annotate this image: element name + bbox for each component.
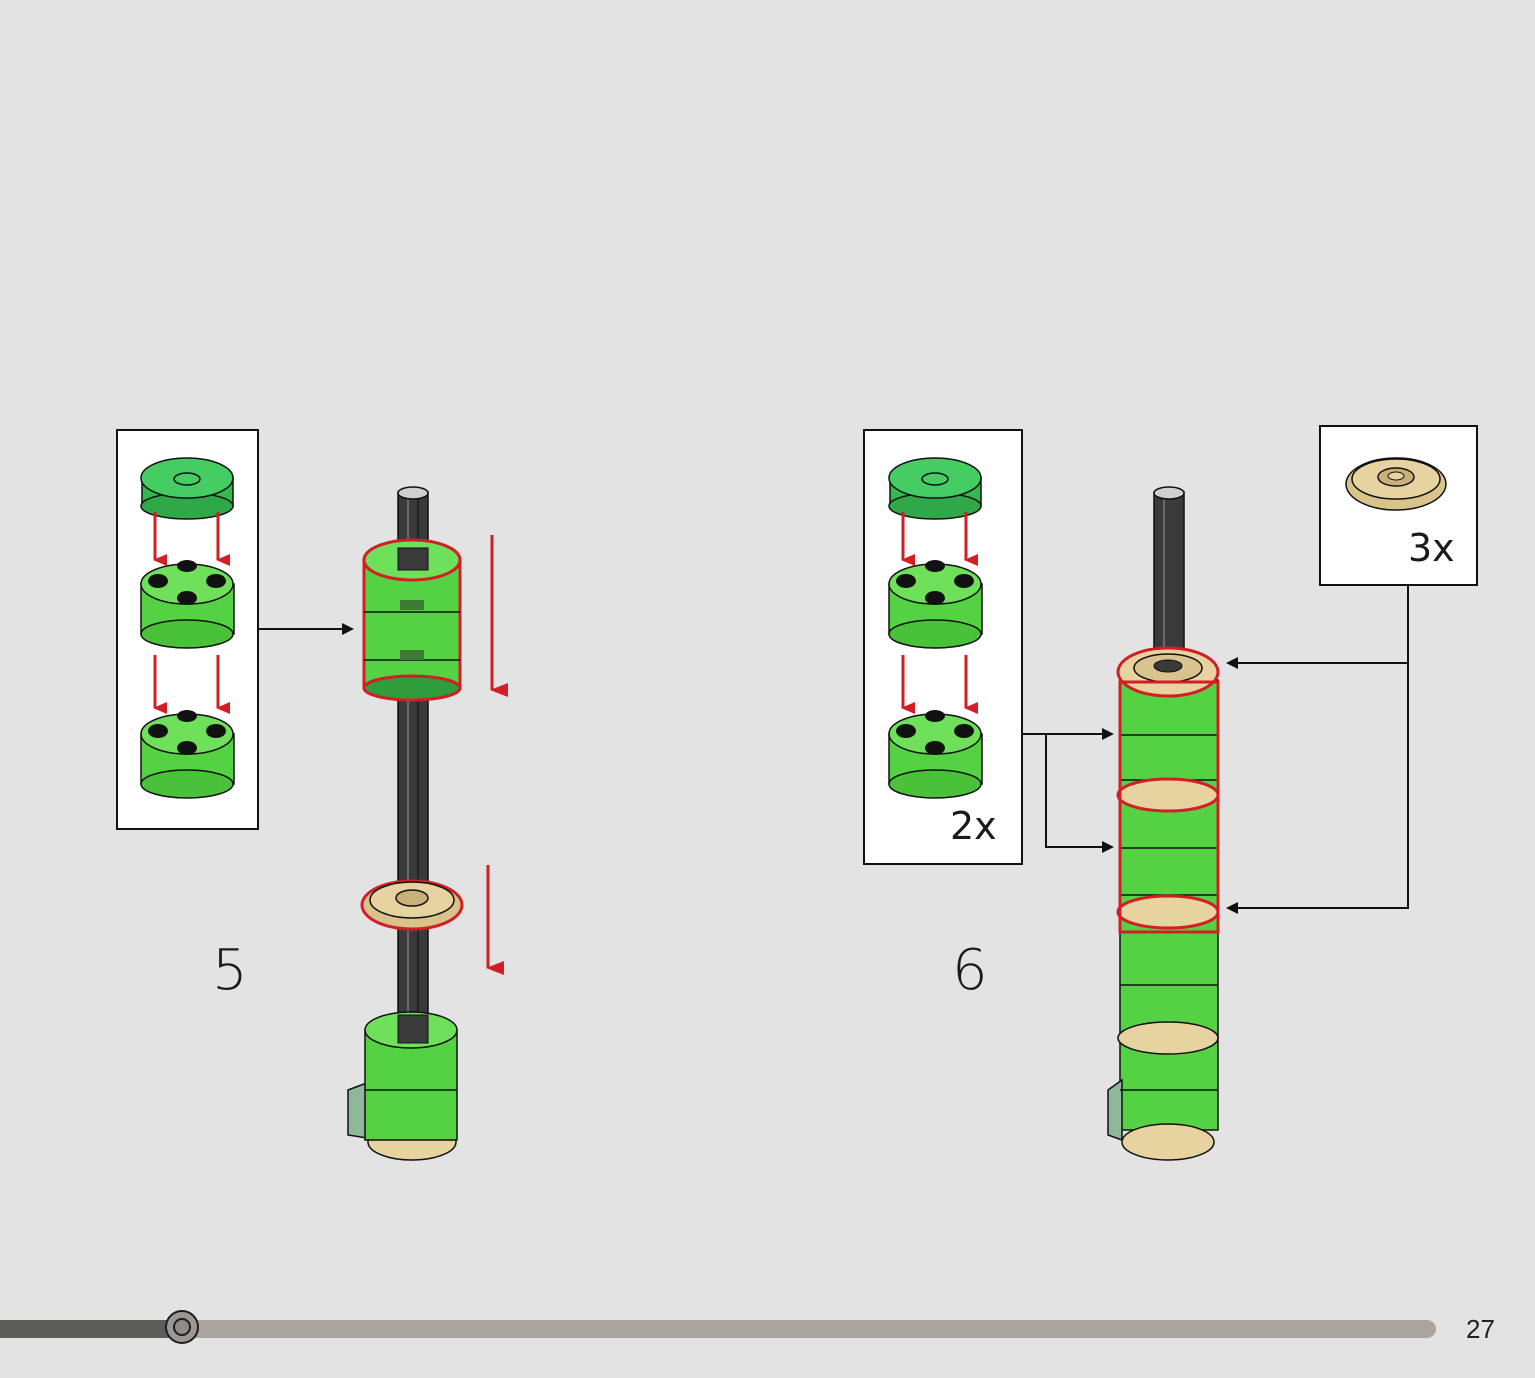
step-number-5: 5	[212, 938, 248, 1003]
round-brick-icon	[888, 560, 983, 649]
round-tile-icon	[140, 457, 234, 520]
progress-bar-fill	[0, 1320, 182, 1338]
progress-handle[interactable]	[165, 1310, 199, 1344]
step6-pointers	[1022, 586, 1409, 914]
base-assembly	[347, 1011, 458, 1161]
step6-assembly	[1107, 486, 1220, 1161]
brick-stack	[362, 538, 462, 702]
round-brick-icon	[140, 560, 235, 649]
round-brick-icon	[140, 710, 235, 799]
round-tile-icon	[888, 457, 982, 520]
round-brick-icon	[888, 710, 983, 799]
step-number-6: 6	[952, 938, 988, 1003]
step6-callout-bricks-box	[863, 429, 1023, 865]
tan-disc-icon	[1345, 457, 1447, 511]
page-number: 27	[1466, 1314, 1495, 1344]
step5-callout-box	[116, 429, 259, 830]
tan-disc	[360, 879, 464, 931]
step6-callout-disc-box	[1319, 425, 1478, 586]
step5-assembly	[347, 486, 464, 1161]
callout-quantity-disc: 3x	[1408, 526, 1455, 570]
progress-bar[interactable]	[0, 1320, 1436, 1338]
callout-quantity-bricks: 2x	[950, 804, 997, 848]
